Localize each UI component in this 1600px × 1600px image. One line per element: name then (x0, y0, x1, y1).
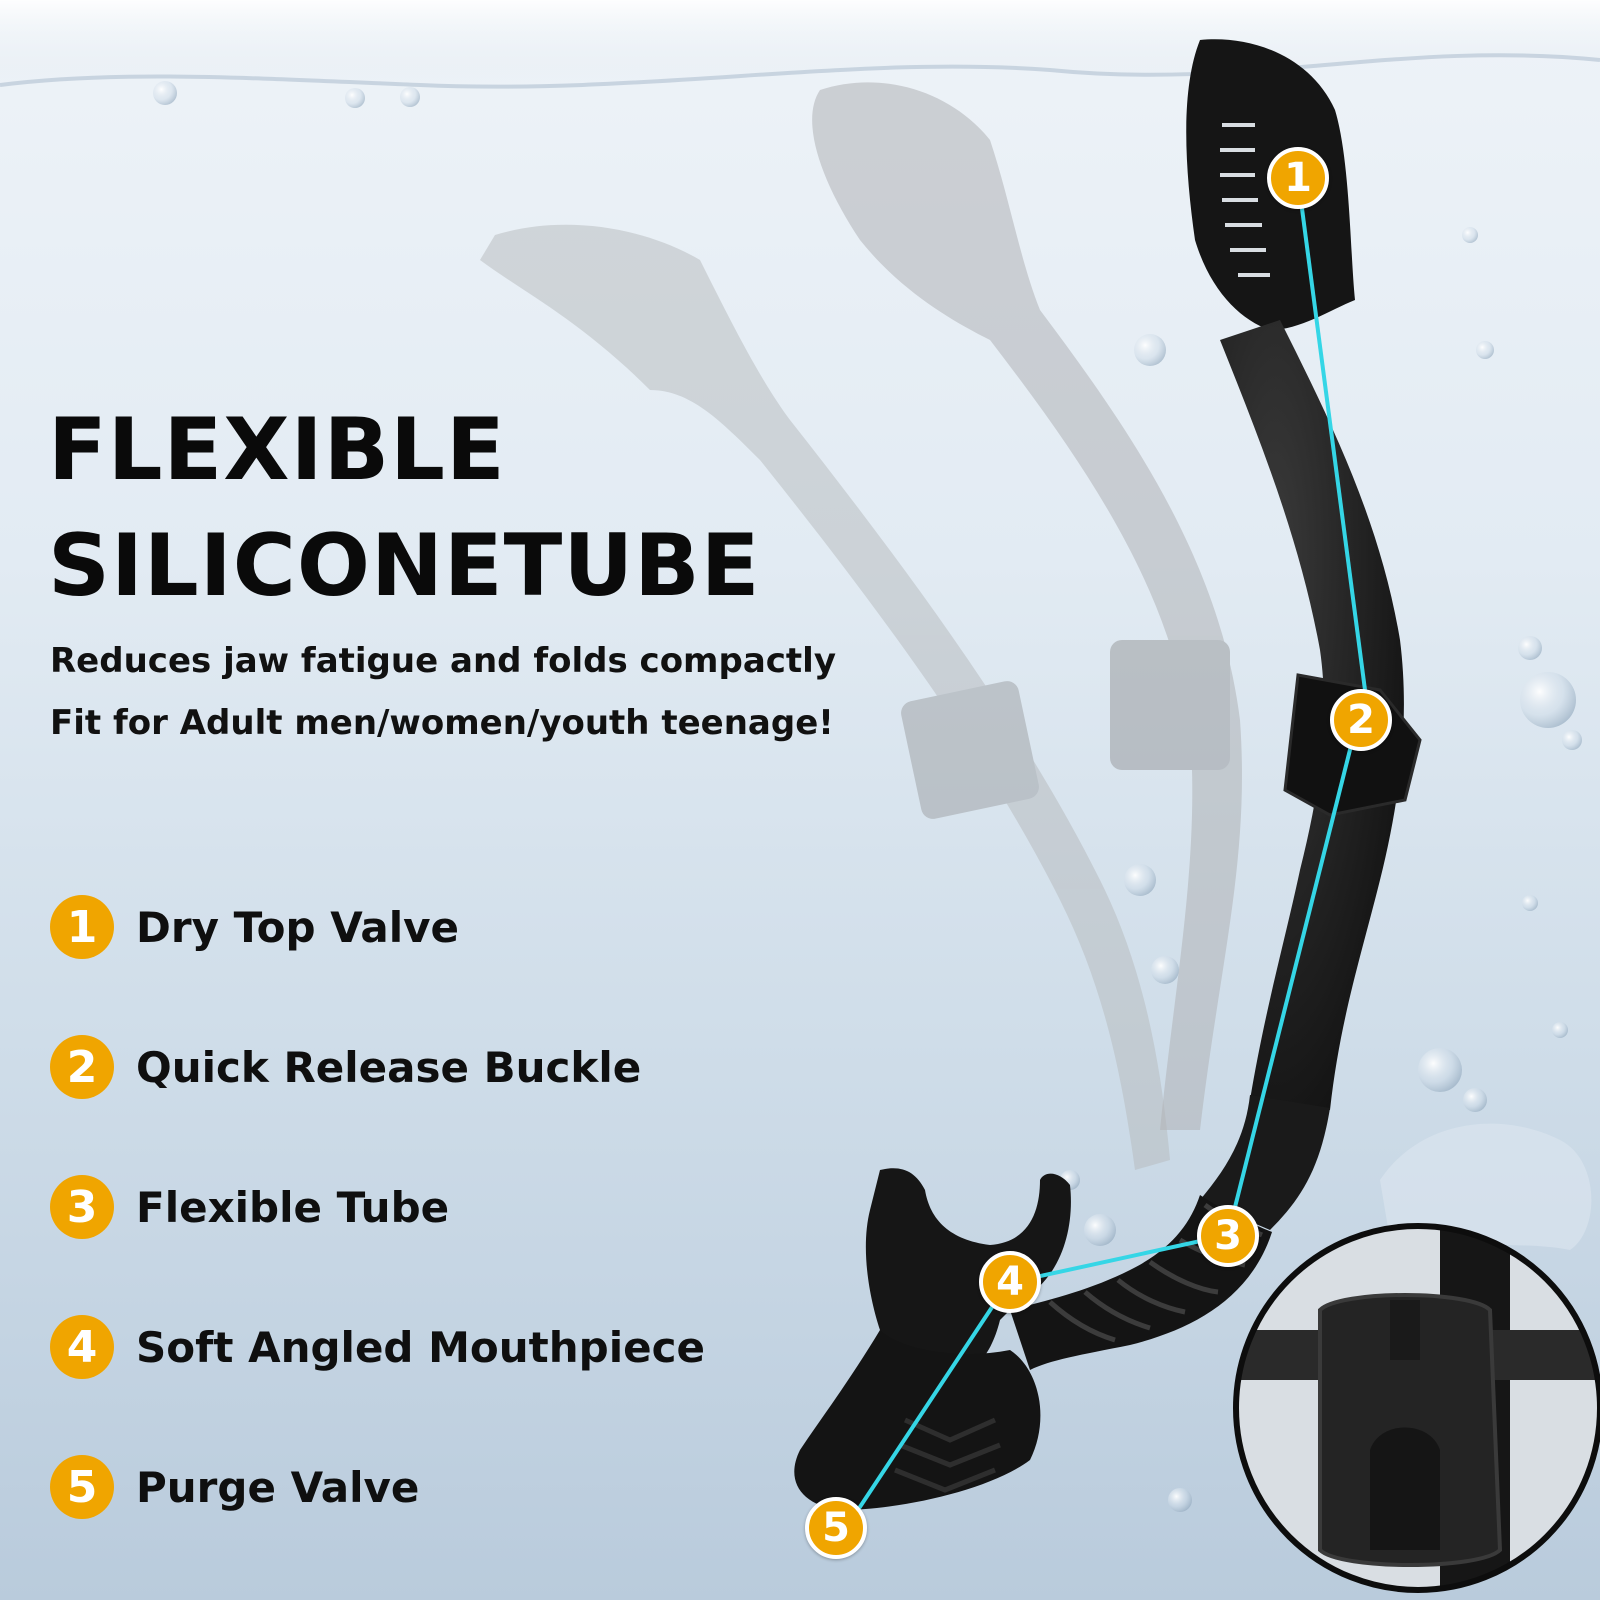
callout-flexible-tube: 3 (1197, 1205, 1259, 1267)
bubbles (153, 81, 1592, 1512)
number-badge: 2 (50, 1035, 114, 1099)
callout-purge-valve: 5 (805, 1497, 867, 1559)
number-badge: 5 (50, 1455, 114, 1519)
ghost-snorkel-back (480, 224, 1170, 1170)
purge-grille (894, 1417, 1001, 1493)
tagline-line-2: Fit for Adult men/women/youth teenage! (50, 703, 834, 743)
feature-item: 2 Quick Release Buckle (50, 997, 705, 1137)
feature-item: 5 Purge Valve (50, 1417, 705, 1557)
feature-label: Quick Release Buckle (136, 1042, 642, 1092)
number-badge: 1 (50, 895, 114, 959)
leader-lines (844, 177, 1367, 1530)
headline-line-1: FLEXIBLE (48, 400, 506, 500)
tagline-line-1: Reduces jaw fatigue and folds compactly (50, 641, 836, 681)
headline-line-2: SILICONETUBE (48, 516, 761, 616)
feature-label: Purge Valve (136, 1462, 420, 1512)
buckle-detail-inset (1233, 1223, 1600, 1593)
ghost-snorkel-mid (812, 82, 1242, 1130)
feature-item: 4 Soft Angled Mouthpiece (50, 1277, 705, 1417)
feature-label: Flexible Tube (136, 1182, 450, 1232)
callout-quick-release-buckle: 2 (1330, 689, 1392, 751)
callout-soft-angled-mouthpiece: 4 (979, 1251, 1041, 1313)
feature-label: Dry Top Valve (136, 902, 459, 952)
feature-item: 1 Dry Top Valve (50, 857, 705, 997)
headline: FLEXIBLE SILICONETUBE (48, 392, 760, 624)
callout-dry-top-valve: 1 (1267, 147, 1329, 209)
water-surface (0, 0, 1600, 89)
number-badge: 3 (50, 1175, 114, 1239)
number-badge: 4 (50, 1315, 114, 1379)
valve-vents (1220, 123, 1270, 277)
feature-item: 3 Flexible Tube (50, 1137, 705, 1277)
tagline: Reduces jaw fatigue and folds compactly … (50, 630, 836, 754)
feature-list: 1 Dry Top Valve 2 Quick Release Buckle 3… (50, 857, 705, 1557)
feature-label: Soft Angled Mouthpiece (136, 1322, 705, 1372)
